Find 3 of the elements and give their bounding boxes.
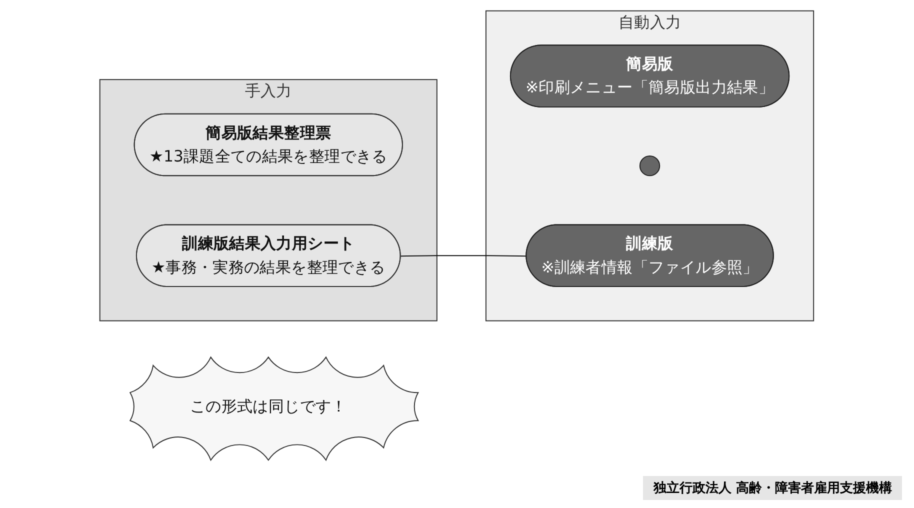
connector — [400, 254, 528, 256]
footer-note: 独立行政法人 高齢・障害者雇用支援機構 — [643, 476, 902, 500]
node-circle — [640, 154, 660, 176]
